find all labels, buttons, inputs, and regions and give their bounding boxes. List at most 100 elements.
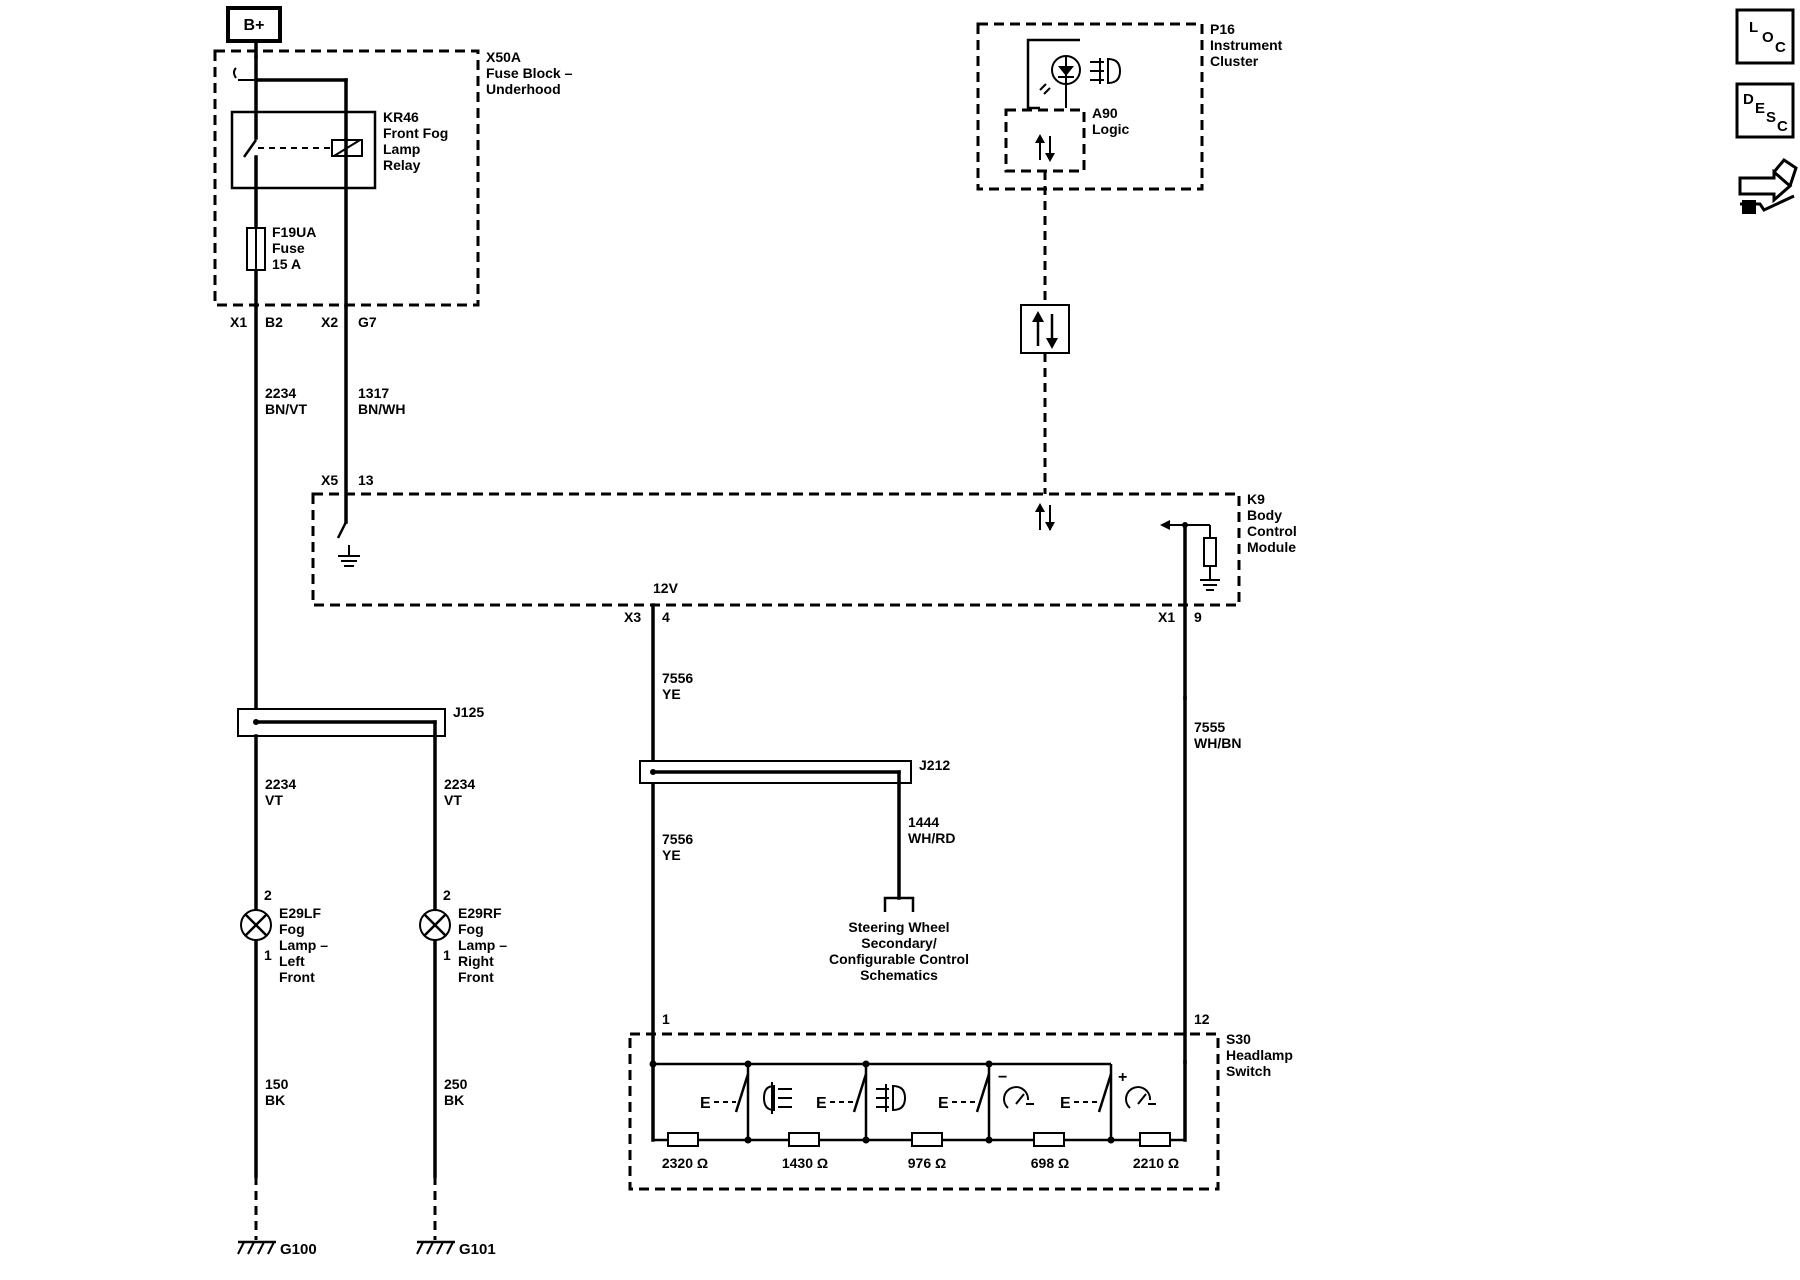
rear-fog-lamp-icon bbox=[762, 1082, 792, 1114]
fog-lamp-right-front: 2 1 E29RF Fog Lamp – Right Front bbox=[419, 887, 507, 985]
headlamp-switch: 1 12 S30 Headlamp Switch E bbox=[628, 1011, 1293, 1191]
switch-pin-1: 1 bbox=[662, 1011, 670, 1027]
svg-text:E: E bbox=[1755, 100, 1765, 117]
svg-text:C: C bbox=[1775, 39, 1786, 56]
wire-7555-circuit: 7555 bbox=[1194, 719, 1225, 735]
wire-7555-color: WH/BN bbox=[1194, 735, 1241, 751]
lamp-right-id: E29RF bbox=[458, 905, 502, 921]
bcm-name-2: Control bbox=[1247, 523, 1297, 539]
wire-1317-circuit: 1317 bbox=[358, 385, 389, 401]
resistor-1-value: 2320 Ω bbox=[662, 1155, 708, 1171]
fuse-block-name2: Underhood bbox=[486, 81, 561, 97]
location-nav-button[interactable]: L O C bbox=[1735, 8, 1795, 65]
description-nav-button[interactable]: D E S C bbox=[1735, 82, 1795, 139]
bcm-pin-4: 4 bbox=[662, 609, 670, 625]
logic-name: Logic bbox=[1092, 121, 1130, 137]
resistor-2 bbox=[788, 1132, 820, 1147]
location-icon[interactable] bbox=[1735, 8, 1795, 65]
wire-7556-lower-circuit: 7556 bbox=[662, 831, 693, 847]
lamp-left-pin-bot: 1 bbox=[264, 947, 272, 963]
resistor-4 bbox=[1033, 1132, 1065, 1147]
switch-name-1: Headlamp bbox=[1226, 1047, 1293, 1063]
relay-id: KR46 bbox=[383, 109, 419, 125]
steering-ref-1: Steering Wheel bbox=[848, 919, 949, 935]
switch-actuator-icon: E bbox=[938, 1095, 949, 1112]
connector-nav-button[interactable] bbox=[1738, 158, 1798, 214]
lamp-right-name-3: Right bbox=[458, 953, 494, 969]
dimmer-down-icon bbox=[1003, 1086, 1034, 1109]
fog-lamp-indicator-icon bbox=[1090, 57, 1122, 85]
ground-g101-label: G101 bbox=[459, 1241, 496, 1258]
switch-actuator-icon: E bbox=[700, 1095, 711, 1112]
dimmer-plus-label: + bbox=[1118, 1069, 1127, 1086]
resistor-5 bbox=[1139, 1132, 1171, 1147]
resistor-2-value: 1430 Ω bbox=[782, 1155, 828, 1171]
ground-g100: G100 bbox=[237, 1240, 317, 1258]
wire-250-circuit: 250 bbox=[444, 1076, 468, 1092]
resistor-5-value: 2210 Ω bbox=[1133, 1155, 1179, 1171]
bcm-serial-data-icon bbox=[1035, 503, 1055, 531]
description-icon[interactable] bbox=[1735, 82, 1795, 139]
input-arrow-icon bbox=[1160, 520, 1170, 530]
fuse-rating: 15 A bbox=[272, 256, 301, 272]
wire-7556-upper-color: YE bbox=[662, 686, 681, 702]
wire-2234-color: BN/VT bbox=[265, 401, 307, 417]
j125-label: J125 bbox=[453, 704, 484, 720]
serial-data-box bbox=[1020, 304, 1070, 354]
fuse-block-underhood: X50A Fuse Block – Underhood KR46 Front F… bbox=[213, 49, 573, 330]
serial-data-box-icon bbox=[1032, 311, 1058, 349]
steering-ref-3: Configurable Control bbox=[829, 951, 969, 967]
b-plus-label: B+ bbox=[244, 17, 265, 34]
switch-name-2: Switch bbox=[1226, 1063, 1271, 1079]
lamp-right-name-1: Fog bbox=[458, 921, 484, 937]
wire-2234-left-circuit: 2234 bbox=[265, 776, 296, 792]
pin-g7: G7 bbox=[358, 314, 377, 330]
reference-connector-icon bbox=[883, 896, 915, 912]
logic-id: A90 bbox=[1092, 105, 1118, 121]
lamp-right-name-2: Lamp – bbox=[458, 937, 507, 953]
pin-x2: X2 bbox=[321, 314, 338, 330]
fuse-id: F19UA bbox=[272, 224, 316, 240]
switch-contact-dimmer-down: E − bbox=[938, 1069, 1007, 1113]
instrument-cluster: P16 Instrument Cluster A90 Logic bbox=[976, 21, 1283, 191]
resistor-3 bbox=[911, 1132, 943, 1147]
battery-positive-supply: B+ bbox=[226, 6, 282, 43]
switch-contact-dimmer-up: E + bbox=[1060, 1069, 1127, 1113]
fog-lamp-left-front: 2 1 E29LF Fog Lamp – Left Front bbox=[240, 887, 328, 985]
pin-x1: X1 bbox=[230, 314, 247, 330]
dimmer-up-icon bbox=[1125, 1086, 1156, 1109]
resistor-4-value: 698 Ω bbox=[1031, 1155, 1069, 1171]
svg-text:S: S bbox=[1766, 109, 1776, 126]
lamp-right-pin-top: 2 bbox=[443, 887, 451, 903]
lamp-left-pin-top: 2 bbox=[264, 887, 272, 903]
front-fog-lamp-icon bbox=[876, 1084, 907, 1112]
ground-g101: G101 bbox=[416, 1240, 496, 1258]
switch-id: S30 bbox=[1226, 1031, 1251, 1047]
lamp-left-name-2: Lamp – bbox=[279, 937, 328, 953]
bcm-pin-x3: X3 bbox=[624, 609, 641, 625]
fuse-block-id: X50A bbox=[486, 49, 521, 65]
switch-actuator-icon: E bbox=[816, 1095, 827, 1112]
lamp-left-id: E29LF bbox=[279, 905, 321, 921]
wire-2234-left-color: VT bbox=[265, 792, 283, 808]
switch-pin-12: 12 bbox=[1194, 1011, 1210, 1027]
bcm-pin-13: 13 bbox=[358, 472, 374, 488]
relay-name-3: Relay bbox=[383, 157, 421, 173]
lamp-right-name-4: Front bbox=[458, 969, 494, 985]
wire-150-color: BK bbox=[265, 1092, 285, 1108]
pull-down-resistor-icon bbox=[1203, 537, 1217, 567]
svg-text:C: C bbox=[1777, 118, 1788, 135]
bcm-pin-x5: X5 bbox=[321, 472, 338, 488]
bcm-id: K9 bbox=[1247, 491, 1265, 507]
connector-icon[interactable] bbox=[1738, 158, 1798, 214]
resistor-3-value: 976 Ω bbox=[908, 1155, 946, 1171]
wire-1444-circuit: 1444 bbox=[908, 814, 939, 830]
cluster-id: P16 bbox=[1210, 21, 1235, 37]
bcm-pin-x1: X1 bbox=[1158, 609, 1175, 625]
body-control-module: K9 Body Control Module X5 13 12V X3 bbox=[311, 472, 1297, 700]
wire-150-circuit: 150 bbox=[265, 1076, 289, 1092]
cluster-name2: Cluster bbox=[1210, 53, 1259, 69]
pin-b2: B2 bbox=[265, 314, 283, 330]
switch-contact-fog-front: E bbox=[816, 1073, 868, 1113]
